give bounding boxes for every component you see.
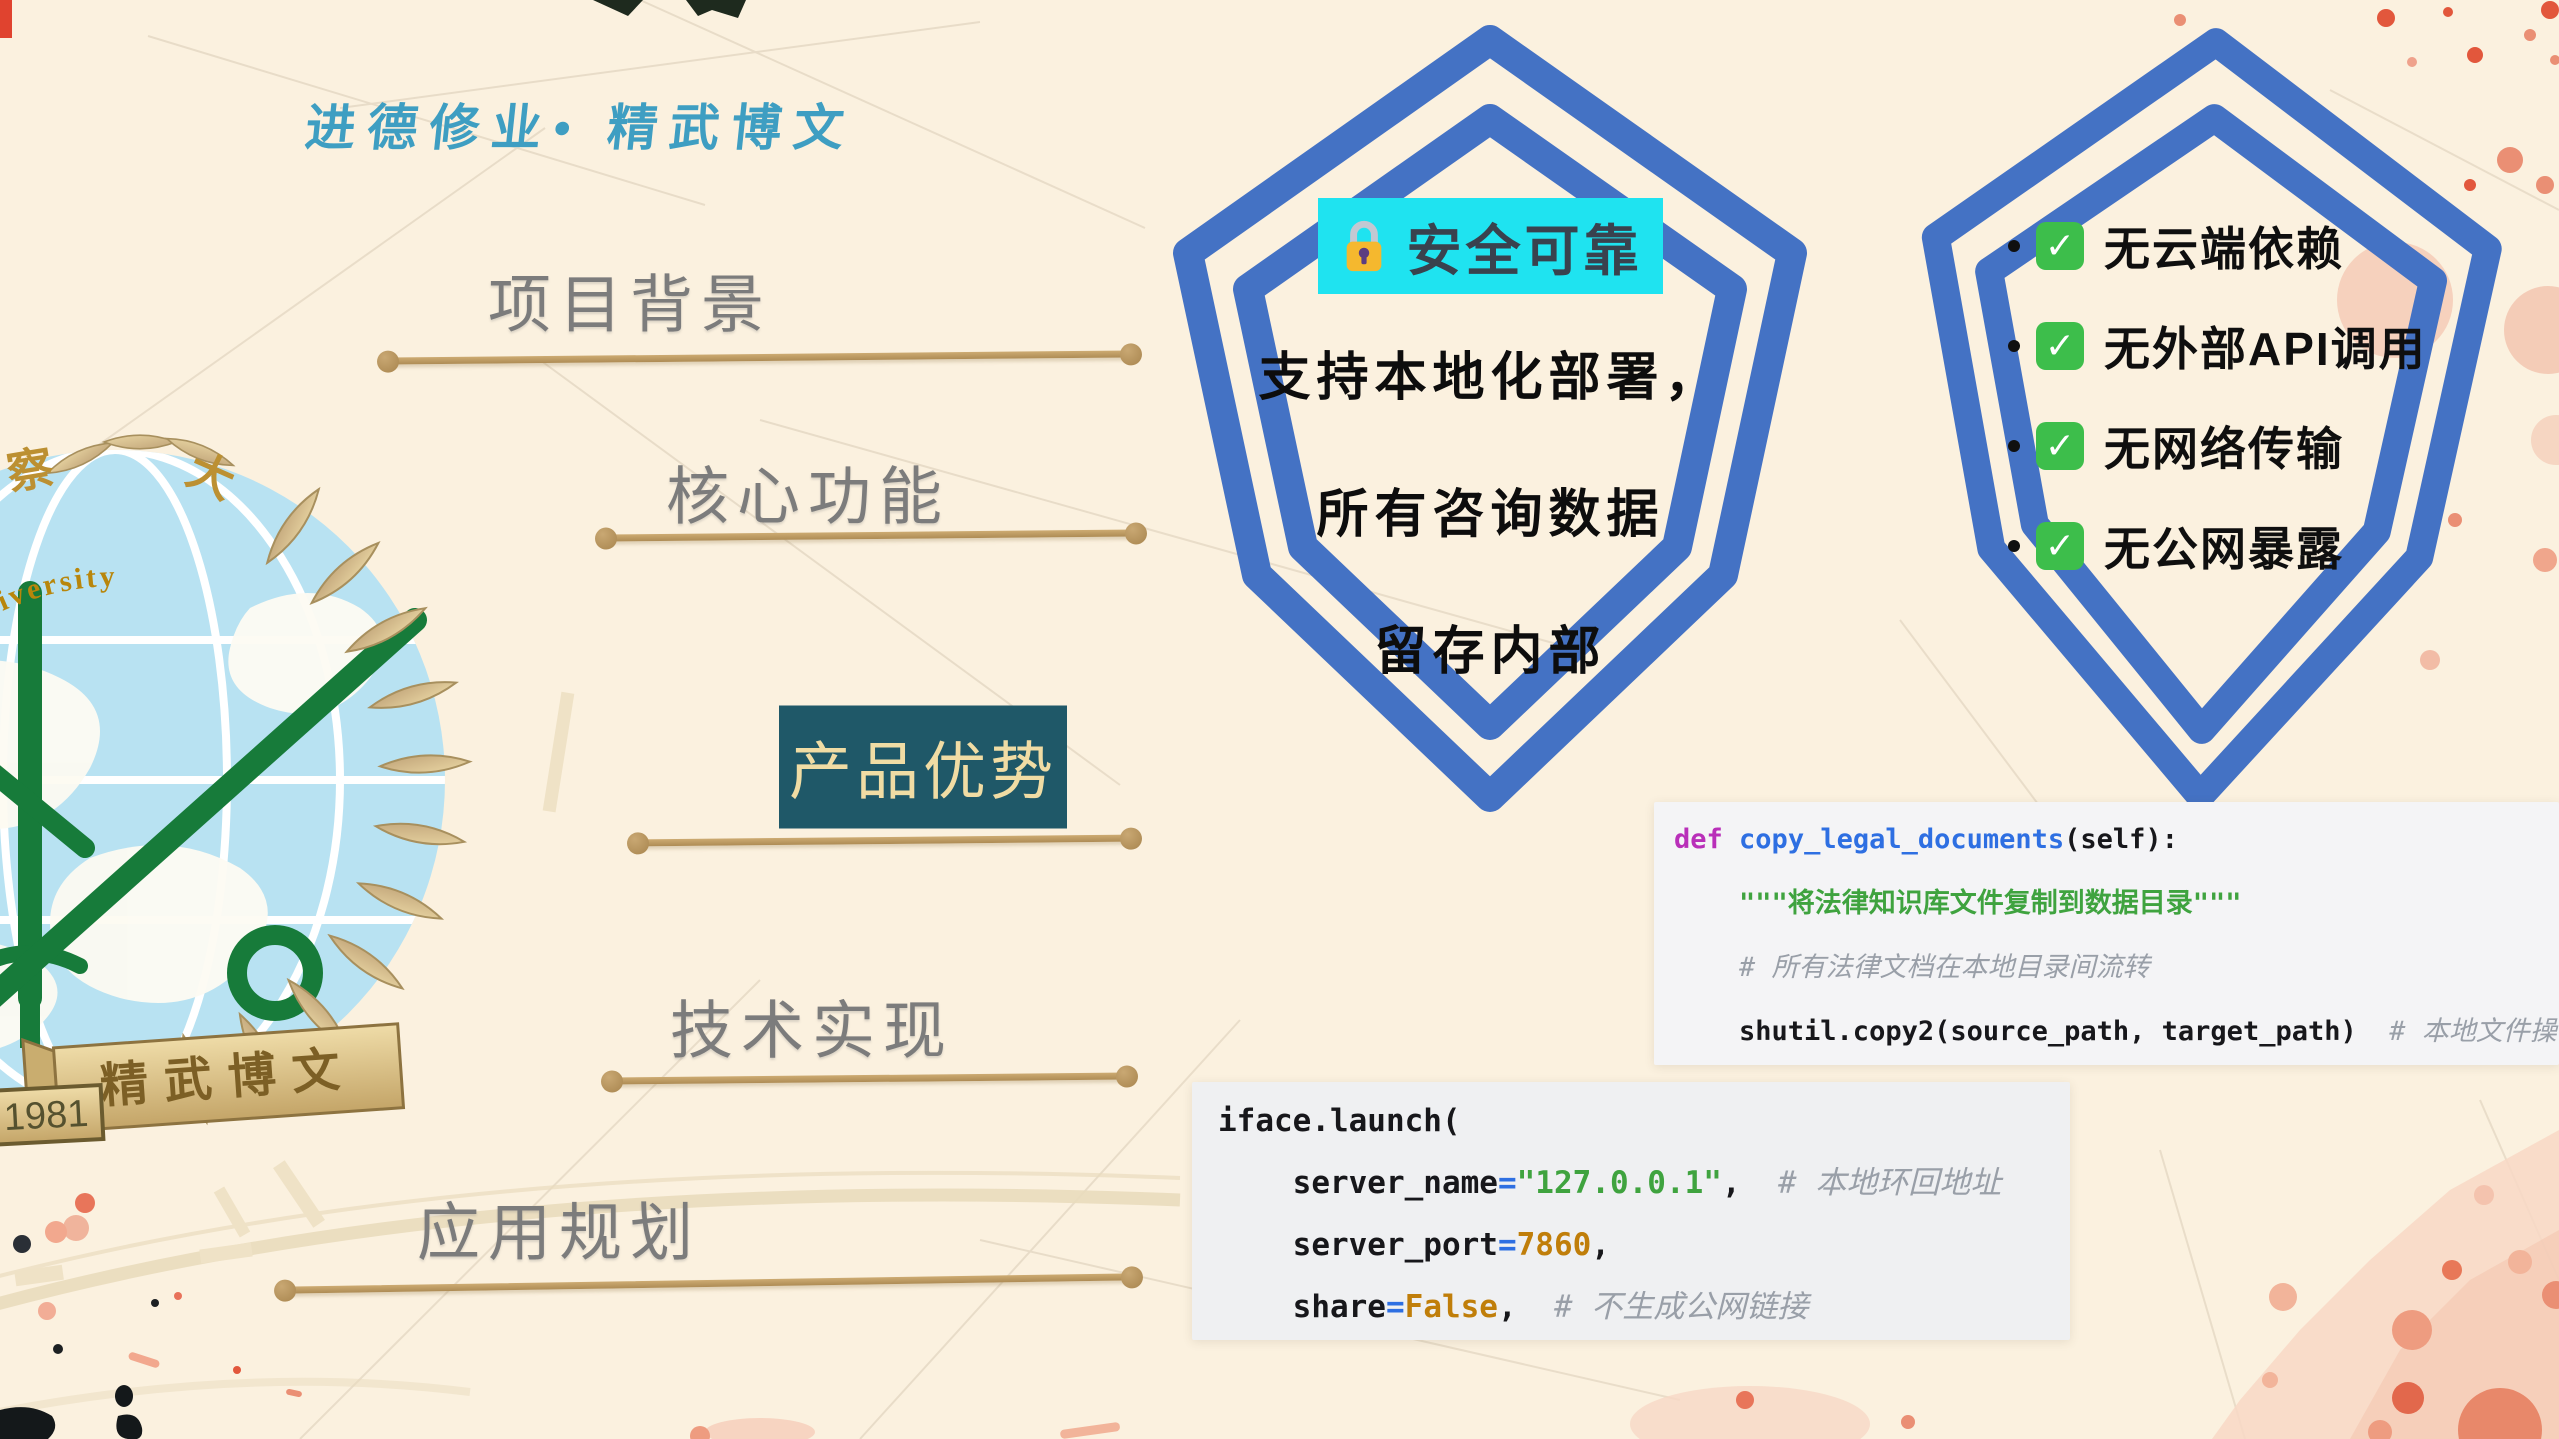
code-line: server_port=7860, <box>1218 1227 1610 1263</box>
slide-motto: 进德修业• 精武博文 <box>302 100 859 156</box>
check-icon: ✓ <box>2036 422 2084 470</box>
code-line: # 所有法律文档在本地目录间流转 <box>1674 952 2150 983</box>
bullet-icon <box>2008 340 2020 352</box>
checklist-row: ✓ 无公网暴露 <box>2008 496 2493 596</box>
emblem-year: 1981 <box>0 1082 106 1147</box>
code-line: shutil.copy2(source_path, target_path) #… <box>1674 1016 2559 1047</box>
shield-text-line: 留存内部 <box>1374 624 1607 681</box>
crossed-tools-icon <box>0 581 427 1021</box>
university-emblem: 警 察 大 e's Police University 精武博文 1981 <box>0 431 472 1147</box>
code-line: """将法律知识库文件复制到数据目录""" <box>1674 888 2242 919</box>
checklist-row: ✓ 无外部API调用 <box>2008 296 2493 396</box>
bullet-icon <box>2008 540 2020 552</box>
checklist-label: 无云端依赖 <box>2104 223 2344 275</box>
shield-text-line: 所有咨询数据 <box>1316 487 1665 544</box>
code-snippet-copy-documents: def copy_legal_documents(self): """将法律知识… <box>1654 802 2559 1065</box>
checklist-row: ✓ 无云端依赖 <box>2008 196 2493 296</box>
secure-badge: 安全可靠 <box>1318 198 1663 294</box>
code-snippet-iface-launch: iface.launch( server_name="127.0.0.1", #… <box>1192 1082 2070 1340</box>
red-corner-mark <box>0 0 12 38</box>
checklist-row: ✓ 无网络传输 <box>2008 396 2493 496</box>
agenda-item-technical-implementation: 技术实现 <box>670 996 954 1067</box>
check-icon: ✓ <box>2036 222 2084 270</box>
code-line: def copy_legal_documents(self): <box>1674 824 2178 855</box>
check-icon: ✓ <box>2036 522 2084 570</box>
lock-icon <box>1347 220 1382 272</box>
code-line: iface.launch( <box>1218 1103 1461 1139</box>
checklist-label: 无外部API调用 <box>2104 323 2427 375</box>
checklist-label: 无网络传输 <box>2104 423 2344 475</box>
secure-badge-label: 安全可靠 <box>1406 220 1643 282</box>
security-shield-content: 安全可靠 支持本地化部署， 所有咨询数据 留存内部 <box>1238 198 1743 721</box>
code-line: server_name="127.0.0.1", # 本地环回地址 <box>1218 1165 2002 1201</box>
svg-text:1981: 1981 <box>3 1093 90 1139</box>
checklist-label: 无公网暴露 <box>2104 523 2344 575</box>
bullet-icon <box>2008 240 2020 252</box>
agenda-item-product-advantages: 产品优势 <box>779 705 1067 829</box>
emblem-banner: 精武博文 <box>21 1022 406 1134</box>
check-icon: ✓ <box>2036 322 2084 370</box>
code-line: share=False, # 不生成公网链接 <box>1218 1289 1809 1325</box>
agenda-item-core-features: 核心功能 <box>666 462 950 533</box>
agenda-item-application-planning: 应用规划 <box>417 1198 701 1269</box>
security-checklist: ✓ 无云端依赖 ✓ 无外部API调用 ✓ 无网络传输 ✓ 无公网暴露 <box>2008 196 2493 596</box>
bullet-icon <box>2008 440 2020 452</box>
agenda-item-project-background: 项目背景 <box>488 270 772 341</box>
sword-pommel <box>20 1000 40 1048</box>
shield-text-line: 支持本地化部署， <box>1258 350 1723 407</box>
